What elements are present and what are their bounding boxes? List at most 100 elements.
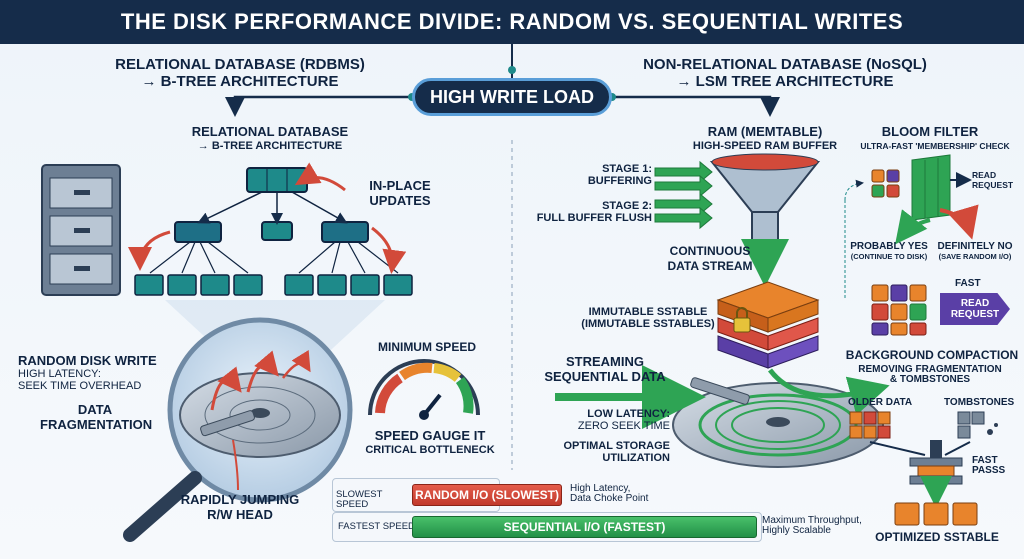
stage1-line2: BUFFERING — [587, 175, 652, 187]
fast-desc-line1: Maximum Throughput, — [762, 515, 862, 526]
fragmentation-label: DATA FRAGMENTATION — [40, 402, 153, 432]
read-button-line2: REQUEST — [950, 309, 1000, 320]
inplace-line2: UPDATES — [369, 193, 431, 208]
low-latency-label: LOW LATENCY: ZERO SEEK TIME — [560, 408, 670, 432]
fast-pass-line1: FAST — [972, 455, 998, 466]
fragment-line1: DATA — [77, 402, 113, 417]
random-write-title: RANDOM DISK WRITE — [18, 353, 157, 368]
latency-line1: LOW LATENCY: — [587, 408, 670, 420]
rw-head-line1: RAPIDLY JUMPING — [180, 492, 300, 507]
compaction-line2: & TOMBSTONES — [889, 374, 971, 385]
bloom-filter-sub: ULTRA-FAST 'MEMBERSHIP' CHECK — [860, 141, 1010, 151]
stage1-label: STAGE 1: BUFFERING — [560, 163, 652, 187]
sstable-line1: IMMUTABLE SSTABLE — [588, 306, 708, 318]
funnel-icon — [709, 153, 821, 287]
gauge-caption-line1: SPEED GAUGE IT — [374, 428, 486, 443]
bloom-read-request: READ REQUEST — [972, 170, 1022, 190]
optimized-sstable-label: OPTIMIZED SSTABLE — [875, 530, 999, 544]
slow-desc-line2: Data Choke Point — [570, 493, 649, 504]
stage2-label: STAGE 2: FULL BUFFER FLUSH — [530, 200, 652, 224]
compaction-icon — [849, 411, 998, 526]
ram-label: RAM (MEMTABLE) HIGH-SPEED RAM BUFFER — [680, 124, 850, 154]
left-sub-line1: RELATIONAL DATABASE — [191, 124, 349, 139]
magnifying-glass-icon — [123, 317, 353, 542]
probably-yes-label: PROBABLY YES (CONTINUE TO DISK) — [848, 242, 930, 262]
compaction-sub: REMOVING FRAGMENTATION & TOMBSTONES — [850, 365, 1010, 385]
tombstones-label: TOMBSTONES — [944, 397, 1015, 408]
gauge-title: MINIMUM SPEED — [377, 340, 476, 354]
definitely-line2: (SAVE RANDOM I/O) — [938, 252, 1012, 261]
random-io-bar: RANDOM I/O (SLOWEST) — [412, 484, 562, 506]
compaction-line1: REMOVING FRAGMENTATION — [858, 364, 1002, 375]
left-subheader: RELATIONAL DATABASE → B-TREE ARCHITECTUR… — [160, 124, 380, 154]
bloom-filter-icon — [844, 154, 979, 300]
fast-label: FAST — [955, 278, 981, 289]
left-sub-line2: → B-TREE ARCHITECTURE — [197, 140, 343, 152]
ram-line1: RAM (MEMTABLE) — [707, 124, 823, 139]
compaction-title: BACKGROUND COMPACTION — [845, 348, 1019, 362]
definitely-line1: DEFINITELY NO — [937, 241, 1013, 252]
gauge-caption-line2: CRITICAL BOTTLENECK — [365, 444, 495, 456]
storage-line1: OPTIMAL STORAGE — [563, 440, 670, 452]
legend-fast-label: FASTEST SPEED — [338, 521, 415, 532]
data-stream-label: CONTINUOUS DATA STREAM — [660, 244, 760, 274]
right-header-line1: NON-RELATIONAL DATABASE (NoSQL) — [643, 56, 927, 73]
definitely-no-label: DEFINITELY NO (SAVE RANDOM I/O) — [935, 242, 1015, 262]
inplace-line1: IN-PLACE — [369, 178, 431, 193]
btree-diagram — [128, 162, 413, 296]
stream-line1: CONTINUOUS — [669, 244, 751, 258]
rw-head-line2: R/W HEAD — [207, 507, 273, 522]
left-header-line2: → B-TREE ARCHITECTURE — [141, 73, 339, 90]
left-header-line1: RELATIONAL DATABASE (RDBMS) — [115, 56, 365, 73]
right-branch-arrow — [612, 95, 780, 117]
sequential-io-bar: SEQUENTIAL I/O (FASTEST) — [412, 516, 757, 538]
seq-line2: SEQUENTIAL DATA — [544, 369, 666, 384]
right-header: NON-RELATIONAL DATABASE (NoSQL) → LSM TR… — [640, 56, 930, 90]
connector-dot — [508, 66, 516, 74]
left-header: RELATIONAL DATABASE (RDBMS) → B-TREE ARC… — [95, 56, 385, 90]
legend-slow-desc: High Latency, Data Choke Point — [570, 484, 690, 504]
sequential-disk-icon — [555, 365, 890, 468]
legend-fast-desc: Maximum Throughput, Highly Scalable — [762, 516, 880, 536]
read-request-line2: REQUEST — [972, 180, 1014, 190]
read-request-button[interactable]: READ REQUEST — [940, 293, 1010, 325]
speed-gauge-icon — [368, 359, 480, 420]
random-write-line2: SEEK TIME OVERHEAD — [18, 380, 142, 392]
older-data-label: OLDER DATA — [848, 397, 913, 408]
sstable-stack-icon — [716, 281, 820, 369]
latency-line2: ZERO SEEK TIME — [577, 420, 670, 432]
stage2-line2: FULL BUFFER FLUSH — [536, 212, 652, 224]
stream-line2: DATA STREAM — [667, 259, 753, 273]
rw-head-label: RAPIDLY JUMPING R/W HEAD — [180, 492, 300, 522]
high-write-load-pill: HIGH WRITE LOAD — [412, 78, 612, 116]
ram-line2: HIGH-SPEED RAM BUFFER — [692, 140, 838, 152]
sequential-data-label: STREAMING SEQUENTIAL DATA — [535, 354, 675, 384]
read-button-line1: READ — [960, 298, 990, 309]
random-write-line1: HIGH LATENCY: — [18, 368, 101, 380]
bloom-filter-title: BLOOM FILTER — [881, 124, 979, 139]
stage1-line1: STAGE 1: — [602, 163, 652, 175]
probably-line2: (CONTINUE TO DISK) — [850, 252, 928, 261]
gauge-caption: SPEED GAUGE IT CRITICAL BOTTLENECK — [355, 428, 505, 458]
fast-read-grid-icon — [871, 284, 927, 336]
fast-pass-line2: PASSS — [972, 465, 1006, 476]
sstable-label: IMMUTABLE SSTABLE (IMMUTABLE SSTABLES) — [578, 306, 718, 330]
fast-pass-label: FAST PASSS — [972, 456, 1012, 476]
sstable-line2: (IMMUTABLE SSTABLES) — [581, 318, 715, 330]
slow-desc-line1: High Latency, — [570, 483, 631, 494]
page-title: THE DISK PERFORMANCE DIVIDE: RANDOM VS. … — [0, 0, 1024, 44]
storage-label: OPTIMAL STORAGE UTILIZATION — [540, 440, 670, 464]
stage-arrows — [654, 160, 713, 230]
server-cabinet-icon — [41, 164, 121, 296]
right-header-line2: → LSM TREE ARCHITECTURE — [676, 73, 894, 90]
fragment-line2: FRAGMENTATION — [40, 417, 153, 432]
random-write-label: RANDOM DISK WRITE HIGH LATENCY: SEEK TIM… — [18, 353, 178, 392]
read-request-line1: READ — [972, 170, 997, 180]
legend-slow-label: SLOWEST SPEED — [336, 489, 383, 510]
storage-line2: UTILIZATION — [602, 452, 670, 464]
stage2-line1: STAGE 2: — [602, 200, 652, 212]
seq-line1: STREAMING — [566, 354, 644, 369]
left-branch-arrow — [225, 95, 412, 117]
probably-line1: PROBABLY YES — [850, 241, 928, 252]
